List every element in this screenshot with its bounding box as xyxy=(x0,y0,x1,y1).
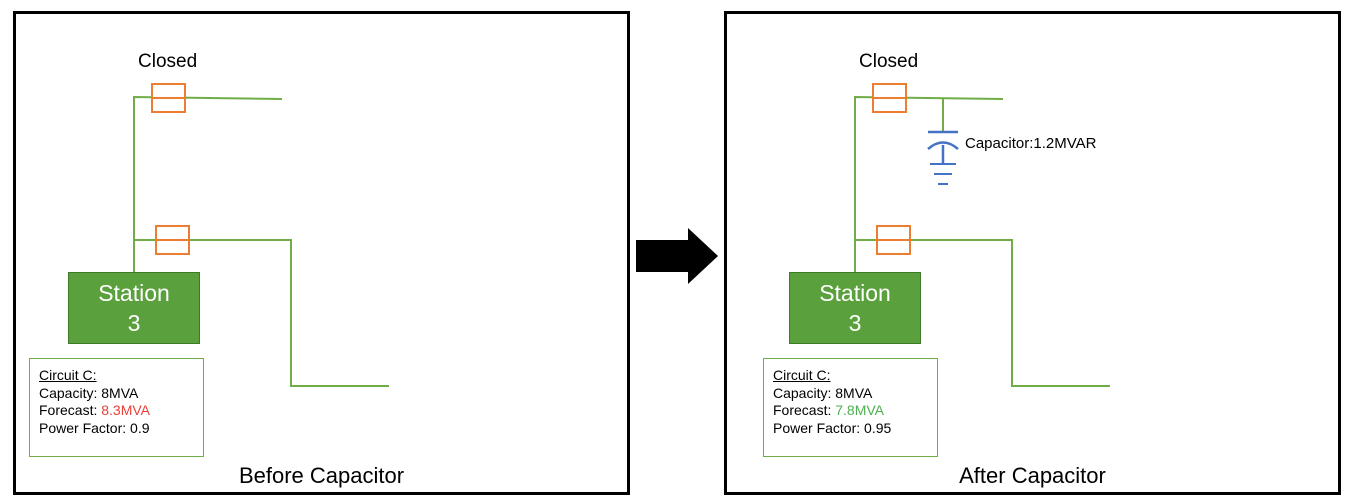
circuit-info-box: Circuit C: Capacity: 8MVA Forecast: 8.3M… xyxy=(29,358,204,457)
capacity-value: 8MVA xyxy=(101,384,139,401)
substation-block: Station 3 xyxy=(789,272,921,344)
upper-feeder-line xyxy=(854,95,1004,240)
panel-caption: After Capacitor xyxy=(959,463,1106,488)
forecast-label: Forecast: xyxy=(39,402,102,418)
forecast-label: Forecast: xyxy=(773,402,836,418)
capacity-label: Capacity: xyxy=(39,384,102,401)
power-factor-value: 0.95 xyxy=(864,419,892,436)
one-line-diagram xyxy=(133,83,389,387)
capacity-row: Capacity: 8MVA xyxy=(773,385,937,403)
station-number: 3 xyxy=(848,310,862,336)
circuit-title: Circuit C: xyxy=(773,367,831,383)
switch-status-label: Closed xyxy=(138,51,198,72)
lower-feeder-line xyxy=(134,239,389,387)
upper-feeder-line xyxy=(133,95,283,240)
forecast-row: Forecast: 8.3MVA xyxy=(39,402,203,420)
capacitor-symbol-icon xyxy=(927,130,959,185)
panel-caption: Before Capacitor xyxy=(238,463,405,488)
power-factor-row: Power Factor: 0.9 xyxy=(39,420,203,438)
forecast-value: 8.3MVA xyxy=(101,402,151,418)
feeder-lines xyxy=(854,95,1110,387)
switch-status-label: Closed xyxy=(859,51,919,72)
station-name: Station xyxy=(819,280,891,306)
forecast-value: 7.8MVA xyxy=(835,402,885,418)
after-capacitor-panel: Closed Capacitor:1.2MVAR Station 3 Circu… xyxy=(724,11,1341,495)
capacity-value: 8MVA xyxy=(835,384,873,401)
lower-feeder-line xyxy=(855,239,1110,387)
one-line-diagram xyxy=(854,83,1110,387)
capacitor-rating-label: Capacitor:1.2MVAR xyxy=(965,135,1097,152)
circuit-info-box: Circuit C: Capacity: 8MVA Forecast: 7.8M… xyxy=(763,358,938,457)
power-factor-value: 0.9 xyxy=(130,419,150,436)
power-factor-label: Power Factor: xyxy=(39,419,131,436)
capacity-row: Capacity: 8MVA xyxy=(39,385,203,403)
power-factor-label: Power Factor: xyxy=(773,419,865,436)
before-capacitor-panel: Closed Station 3 Circuit C: Capacity: 8M… xyxy=(13,11,630,495)
capacity-label: Capacity: xyxy=(773,384,836,401)
circuit-title: Circuit C: xyxy=(39,367,97,383)
right-arrow-icon xyxy=(636,228,718,284)
station-number: 3 xyxy=(127,310,141,336)
substation-block: Station 3 xyxy=(68,272,200,344)
station-name: Station xyxy=(98,280,170,306)
forecast-row: Forecast: 7.8MVA xyxy=(773,402,937,420)
feeder-lines xyxy=(133,95,389,387)
power-factor-row: Power Factor: 0.95 xyxy=(773,420,937,438)
